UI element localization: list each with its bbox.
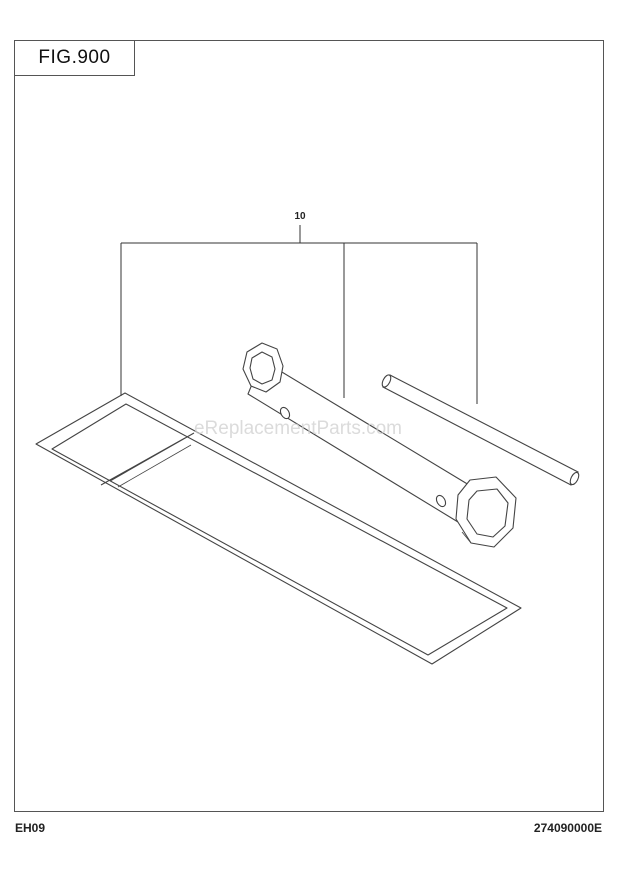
plug-wrench-hex-edge	[461, 531, 472, 544]
plug-wrench-small-hex-inner	[249, 351, 276, 385]
document-number: 274090000E	[533, 821, 602, 835]
model-code: EH09	[15, 821, 46, 835]
tool-bag-flap-edge	[117, 444, 192, 488]
tool-bag	[35, 392, 522, 665]
tool-bag-inner-border	[51, 403, 508, 656]
plug-wrench-hole-near	[279, 406, 291, 420]
tool-bag-fold-seam	[100, 432, 195, 486]
figure-title-box: FIG.900	[15, 41, 135, 76]
figure-frame: FIG.900	[14, 40, 604, 812]
callout-leader-lines	[120, 225, 478, 404]
tommy-bar-end-left	[381, 374, 392, 388]
tool-bag-outline	[35, 392, 522, 665]
tommy-bar-end-right	[569, 471, 580, 486]
tommy-bar	[381, 374, 580, 486]
watermark: eReplacementParts.com	[194, 418, 402, 439]
plug-wrench	[242, 342, 517, 548]
callout-10-label: 10	[294, 211, 306, 222]
figure-title: FIG.900	[38, 47, 111, 68]
plug-wrench-hole-far	[435, 494, 447, 508]
plug-wrench-large-hex-socket	[466, 488, 509, 538]
